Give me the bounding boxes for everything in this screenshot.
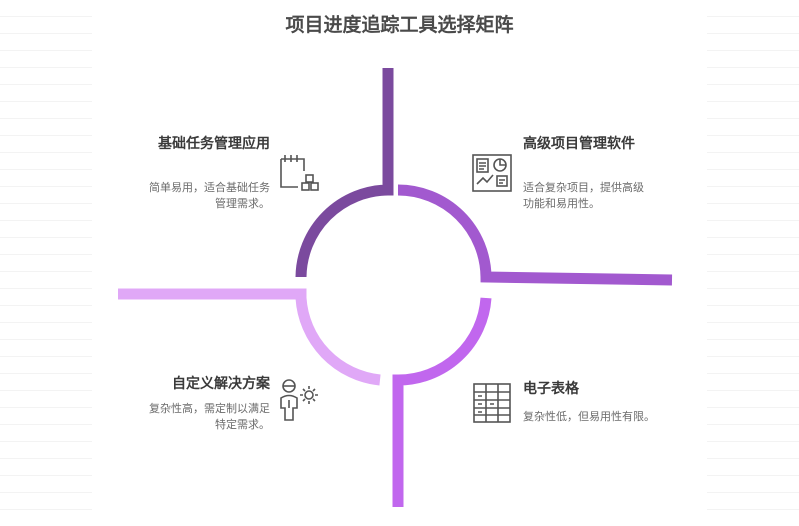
top-right-title: 高级项目管理软件 xyxy=(523,136,635,152)
bottom-left-segment xyxy=(118,288,381,386)
bottom-right-description: 复杂性低，但易用性有限。 xyxy=(523,410,655,423)
background-lines-right xyxy=(707,0,799,526)
background-lines-left xyxy=(0,0,92,526)
bottom-left-description: 复杂性高，需定制以满足特定需求。 xyxy=(149,402,270,431)
bottom-right-segment xyxy=(392,297,492,507)
calendar-blocks-icon xyxy=(280,155,319,191)
top-right-segment xyxy=(397,184,673,286)
bottom-left-title: 自定义解决方案 xyxy=(172,376,270,392)
dashboard-chart-icon xyxy=(472,154,512,192)
top-left-segment xyxy=(295,68,394,278)
diagram-title: 项目进度追踪工具选择矩阵 xyxy=(285,14,514,36)
bottom-right-title: 电子表格 xyxy=(523,381,579,397)
person-gear-icon xyxy=(280,379,318,421)
spreadsheet-icon xyxy=(473,383,511,423)
top-right-description: 适合复杂项目，提供高级功能和易用性。 xyxy=(523,181,644,210)
top-left-description: 简单易用，适合基础任务管理需求。 xyxy=(149,181,270,210)
top-left-title: 基础任务管理应用 xyxy=(158,136,270,152)
